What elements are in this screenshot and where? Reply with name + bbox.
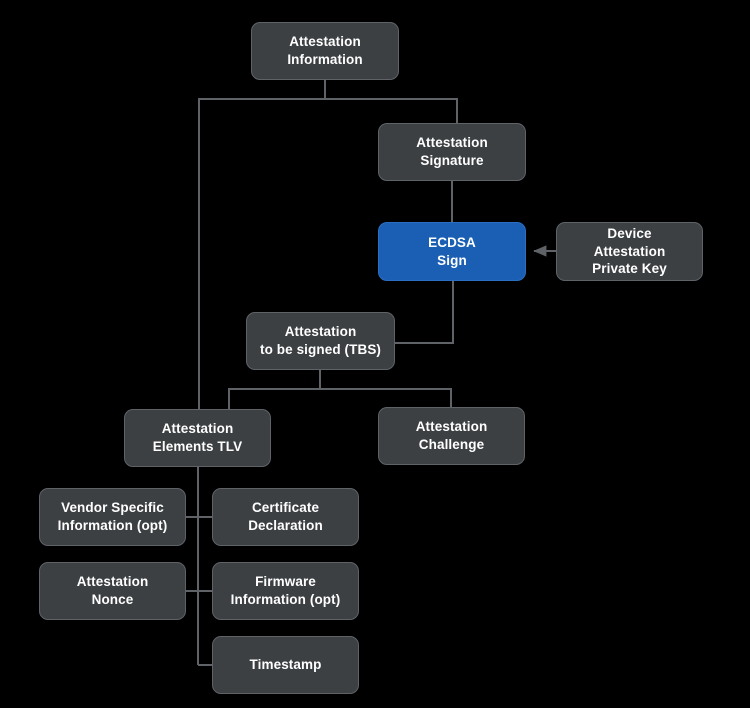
node-attestation-elements-tlv[interactable]: Attestation Elements TLV — [124, 409, 271, 467]
edge-tbs-to-challenge — [320, 388, 452, 407]
edge-info-to-signature — [325, 98, 458, 123]
node-label: Certificate Declaration — [248, 500, 323, 533]
edge-ecdsa-to-tbs — [395, 281, 454, 344]
node-attestation-signature[interactable]: Attestation Signature — [378, 123, 526, 181]
node-label: Timestamp — [249, 657, 322, 673]
node-vendor-specific-information[interactable]: Vendor Specific Information (opt) — [39, 488, 186, 546]
node-label: Attestation Nonce — [76, 574, 149, 607]
node-label: Firmware Information (opt) — [230, 574, 341, 607]
node-device-attestation-private-key[interactable]: Device Attestation Private Key — [556, 222, 703, 281]
node-attestation-information[interactable]: Attestation Information — [251, 22, 399, 80]
node-firmware-information[interactable]: Firmware Information (opt) — [212, 562, 359, 620]
node-attestation-nonce[interactable]: Attestation Nonce — [39, 562, 186, 620]
node-label: Vendor Specific Information (opt) — [57, 500, 168, 533]
node-attestation-tbs[interactable]: Attestation to be signed (TBS) — [246, 312, 395, 370]
node-attestation-challenge[interactable]: Attestation Challenge — [378, 407, 525, 465]
node-certificate-declaration[interactable]: Certificate Declaration — [212, 488, 359, 546]
node-timestamp[interactable]: Timestamp — [212, 636, 359, 694]
node-label: Device Attestation Private Key — [592, 225, 667, 277]
node-ecdsa-sign[interactable]: ECDSA Sign — [378, 222, 526, 281]
node-label: Attestation Signature — [416, 135, 488, 168]
node-label: Attestation Information — [287, 34, 363, 67]
node-label: ECDSA Sign — [428, 234, 476, 268]
node-label: Attestation Challenge — [415, 419, 488, 452]
node-label: Attestation Elements TLV — [152, 421, 243, 454]
node-label: Attestation to be signed (TBS) — [259, 324, 382, 357]
edge-tbs-to-children-bus — [228, 370, 321, 409]
